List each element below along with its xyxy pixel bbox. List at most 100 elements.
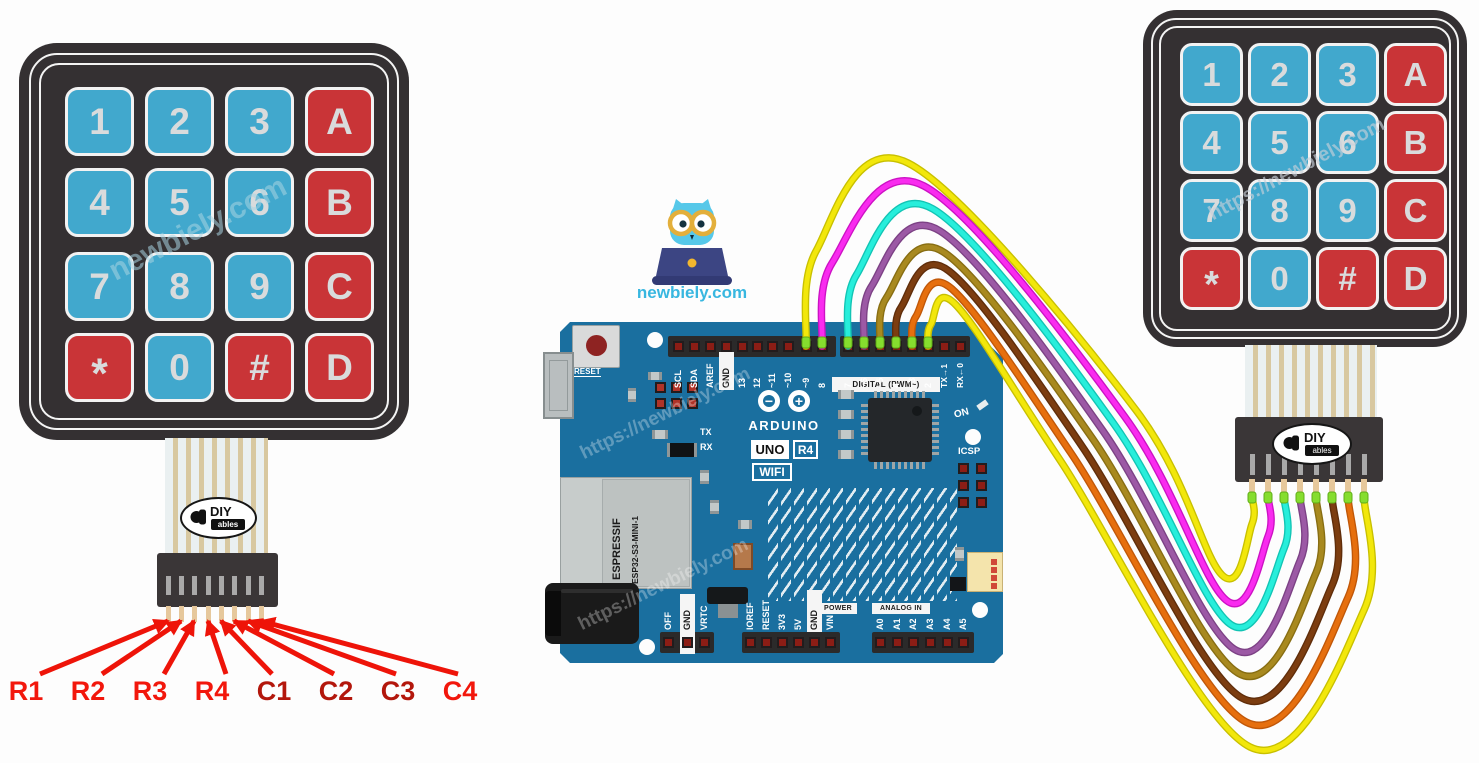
mcu-pins — [931, 404, 939, 456]
header-pin — [976, 480, 987, 491]
connector-pin — [245, 606, 251, 622]
connector-slot — [178, 576, 184, 595]
reset-button-label: RESET — [574, 367, 601, 377]
keypad-key-D: D — [1384, 247, 1447, 310]
wire-tip — [1247, 491, 1257, 504]
connector-pin — [191, 606, 197, 622]
keypad-key-B: B — [305, 168, 374, 237]
solder-pad — [687, 382, 698, 393]
mcu-pins — [874, 461, 926, 469]
key-glyph: 4 — [1202, 123, 1221, 161]
keypad-key-*: * — [65, 333, 134, 402]
keypad-key-1: 1 — [1180, 43, 1243, 106]
pin-label-~11: ~11 — [767, 373, 777, 388]
key-glyph: * — [1204, 264, 1219, 306]
keypad-key-7: 7 — [65, 252, 134, 321]
keypad-pin-label-R1: R1 — [8, 676, 44, 706]
power-section-label: POWER — [819, 603, 857, 614]
pin-label-A3: A3 — [925, 618, 935, 630]
keypad-pin-label-C2: C2 — [318, 676, 354, 706]
minus-glyph: − — [764, 393, 774, 409]
keypad-key-4: 4 — [65, 168, 134, 237]
header-pin — [737, 341, 748, 352]
key-glyph: C — [326, 265, 353, 307]
pin-arrow-C2 — [232, 618, 336, 677]
keypad-key-6: 6 — [225, 168, 294, 237]
connector-slot — [231, 576, 237, 595]
key-glyph: 8 — [1270, 191, 1289, 229]
pin-label-5V: 5V — [793, 618, 803, 630]
keypad-key-A: A — [305, 87, 374, 156]
ables-label: ables — [211, 519, 245, 530]
pin-label-RX←0: RX←0 — [955, 362, 965, 388]
ables-text: ables — [1312, 446, 1332, 455]
pin-label-13: 13 — [737, 377, 747, 388]
on-led — [976, 399, 989, 411]
arduino-logo-minus-icon: − — [758, 390, 780, 412]
ables-label: ables — [1305, 445, 1339, 456]
header-pin — [761, 637, 772, 648]
smd-component — [955, 547, 964, 561]
arduino-logo-plus-icon: + — [788, 390, 810, 412]
keypad-key-1: 1 — [65, 87, 134, 156]
header-pin — [955, 341, 966, 352]
key-glyph: 7 — [89, 265, 110, 307]
header-pin — [721, 341, 732, 352]
keypad-key-9: 9 — [225, 252, 294, 321]
wifi-text: WIFI — [759, 465, 785, 479]
mounting-hole — [647, 332, 663, 348]
keypad-pin-label-C4: C4 — [442, 676, 478, 706]
pin-label-TX→1: TX→1 — [939, 363, 949, 388]
pin-label-A5: A5 — [958, 618, 968, 630]
smd-component — [838, 390, 854, 399]
serial-chip — [667, 443, 697, 457]
ables-text: ables — [217, 520, 239, 529]
r4-text: R4 — [797, 442, 814, 457]
pin-arrow-R3 — [161, 619, 197, 676]
key-glyph: A — [1403, 55, 1428, 93]
usb-connector — [543, 352, 574, 419]
key-glyph: 1 — [89, 100, 110, 142]
keypad-key-2: 2 — [145, 87, 214, 156]
key-glyph: C — [1403, 191, 1428, 229]
header-pin — [767, 341, 778, 352]
pin-label-2: 2 — [923, 382, 933, 388]
solder-pad — [671, 398, 682, 409]
pin-label-GND: GND — [809, 610, 819, 630]
header-pin — [875, 341, 886, 352]
wifi-model-box: WIFI — [752, 463, 792, 481]
connector-slot — [245, 576, 251, 595]
header-pin — [976, 497, 987, 508]
header-pin — [958, 637, 969, 648]
wire-tip — [1343, 491, 1353, 504]
connector-pin — [231, 606, 237, 622]
oscillator-component — [733, 543, 753, 570]
header-pin — [783, 341, 794, 352]
keypad-key-C: C — [1384, 179, 1447, 242]
regulator-tab — [718, 604, 738, 618]
key-glyph: 0 — [169, 346, 190, 388]
r4-model-box: R4 — [793, 440, 818, 459]
pin-label-VIN: VIN — [825, 614, 835, 630]
keypad-key-3: 3 — [1316, 43, 1379, 106]
reset-button — [572, 325, 620, 368]
keypad-key-5: 5 — [145, 168, 214, 237]
connector-pin — [165, 606, 171, 622]
keypad-pin-label-R3: R3 — [132, 676, 168, 706]
pin-label-RESET: RESET — [761, 599, 771, 630]
keypad-key-#: # — [1316, 247, 1379, 310]
smd-component — [648, 372, 662, 380]
header-pin — [689, 341, 700, 352]
key-glyph: D — [326, 346, 353, 388]
smd-component — [838, 410, 854, 419]
keypad-key-*: * — [1180, 247, 1243, 310]
led-matrix-area — [765, 488, 957, 601]
key-glyph: 6 — [249, 181, 270, 223]
diyables-logo-left: DIY ables — [180, 497, 257, 539]
diyables-logo-right: DIY ables — [1272, 423, 1352, 465]
keypad-key-C: C — [305, 252, 374, 321]
pin-label-AREF: AREF — [705, 363, 715, 389]
icsp-label: ICSP — [958, 446, 981, 457]
key-glyph: # — [249, 346, 270, 388]
